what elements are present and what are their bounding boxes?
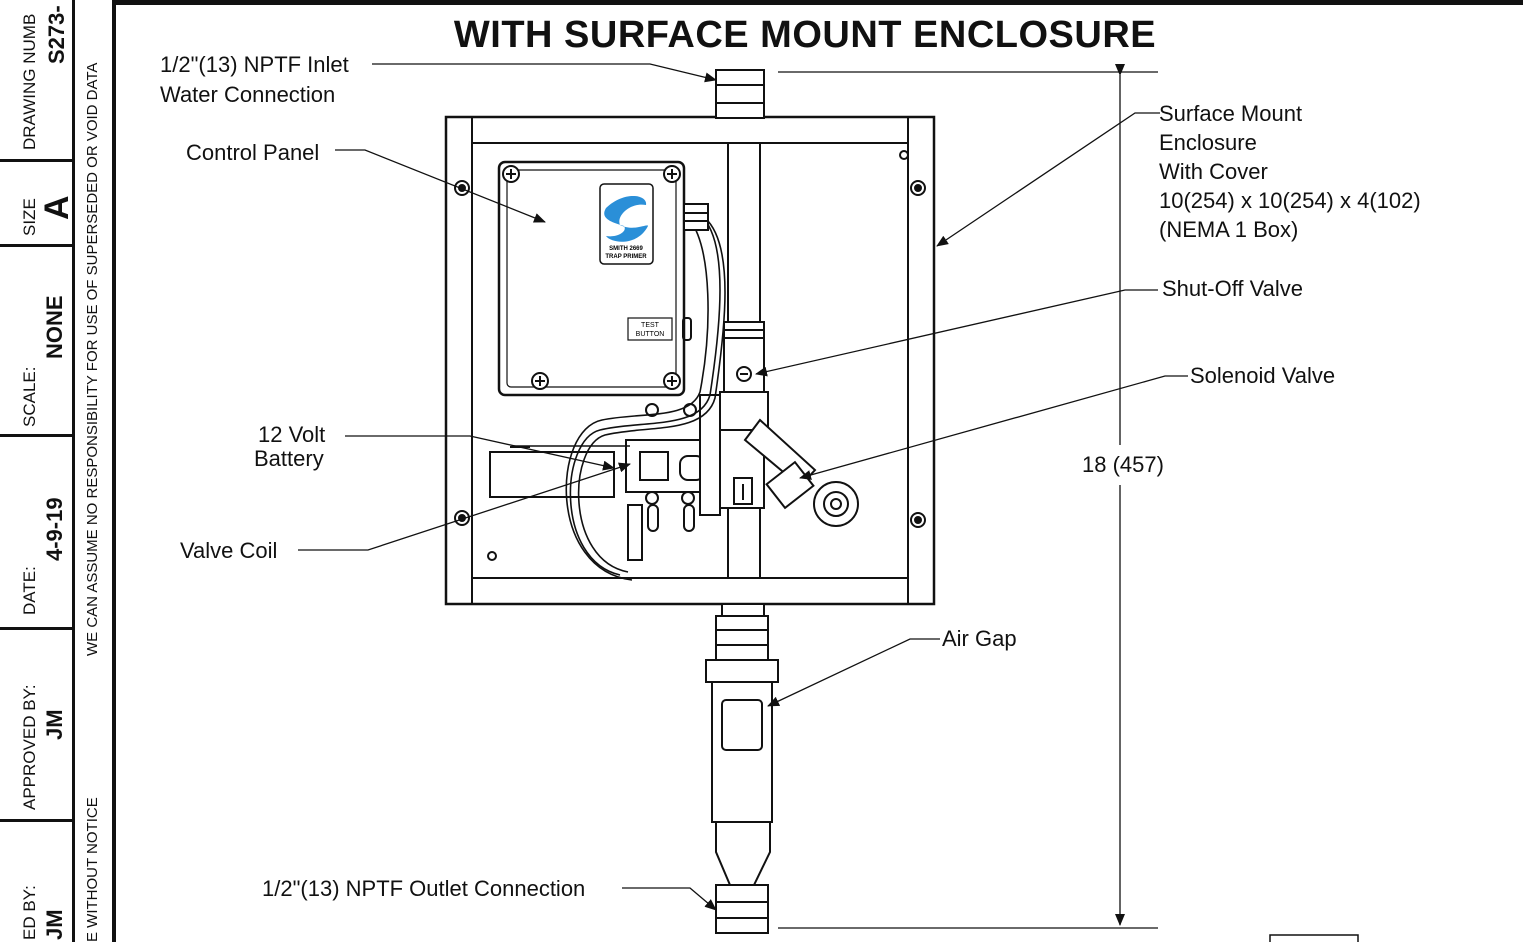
solenoid-valve-label: Solenoid Valve: [1190, 363, 1336, 388]
shutoff-valve-label: Shut-Off Valve: [1162, 276, 1304, 301]
battery-label-2: Battery: [254, 446, 324, 471]
air-gap-assembly: [705, 603, 779, 934]
drawing-border-top: [112, 0, 1523, 5]
scale-cell: SCALE: NONE: [0, 247, 72, 437]
battery-label-1: 12 Volt: [258, 422, 326, 447]
panel-badge-line-1: SMITH 2669: [609, 246, 643, 252]
title-block-divider: [72, 0, 75, 942]
leader-lines: [298, 63, 1188, 911]
date-cell: DATE: 4-9-19: [0, 437, 72, 630]
test-button-line-1: TEST: [641, 322, 660, 329]
drawing-number-cell: DRAWING NUMB S273-: [0, 0, 72, 162]
dimension-18: [778, 64, 1158, 929]
enclosure-label-4: 10(254) x 10(254) x 4(102): [1159, 188, 1421, 213]
size-cell: SIZE A: [0, 162, 76, 247]
enclosure-label-2: Enclosure: [1159, 130, 1257, 155]
dimension-label: 18 (457): [1082, 452, 1164, 477]
air-gap-label: Air Gap: [942, 626, 1017, 651]
inlet-label-1: 1/2"(13) NPTF Inlet: [160, 52, 349, 77]
vertical-pipe: [715, 69, 765, 579]
enclosure-label-3: With Cover: [1159, 159, 1268, 184]
approved-cell: APPROVED BY: JM: [0, 630, 72, 822]
wiring: [512, 214, 726, 581]
title-block: DRAWING NUMB S273- SIZE A SCALE: NONE DA…: [0, 0, 116, 942]
inlet-label-2: Water Connection: [160, 82, 336, 107]
control-panel-label: Control Panel: [186, 140, 320, 165]
enclosure-label-5: (NEMA 1 Box): [1159, 217, 1299, 242]
valve-coil-label: Valve Coil: [180, 538, 278, 563]
test-button-line-2: BUTTON: [636, 331, 665, 338]
panel-badge-line-2: TRAP PRIMER: [605, 254, 647, 260]
drawing-border-left: [112, 0, 116, 942]
shutoff-valve: [719, 321, 769, 431]
drawing-title: WITH SURFACE MOUNT ENCLOSURE: [453, 14, 1157, 56]
solenoid-valve: [719, 418, 859, 527]
enclosure-label-1: Surface Mount: [1159, 101, 1303, 126]
outlet-label: 1/2"(13) NPTF Outlet Connection: [262, 876, 586, 901]
control-panel-box: [497, 160, 709, 397]
brand-logo: [604, 195, 648, 242]
